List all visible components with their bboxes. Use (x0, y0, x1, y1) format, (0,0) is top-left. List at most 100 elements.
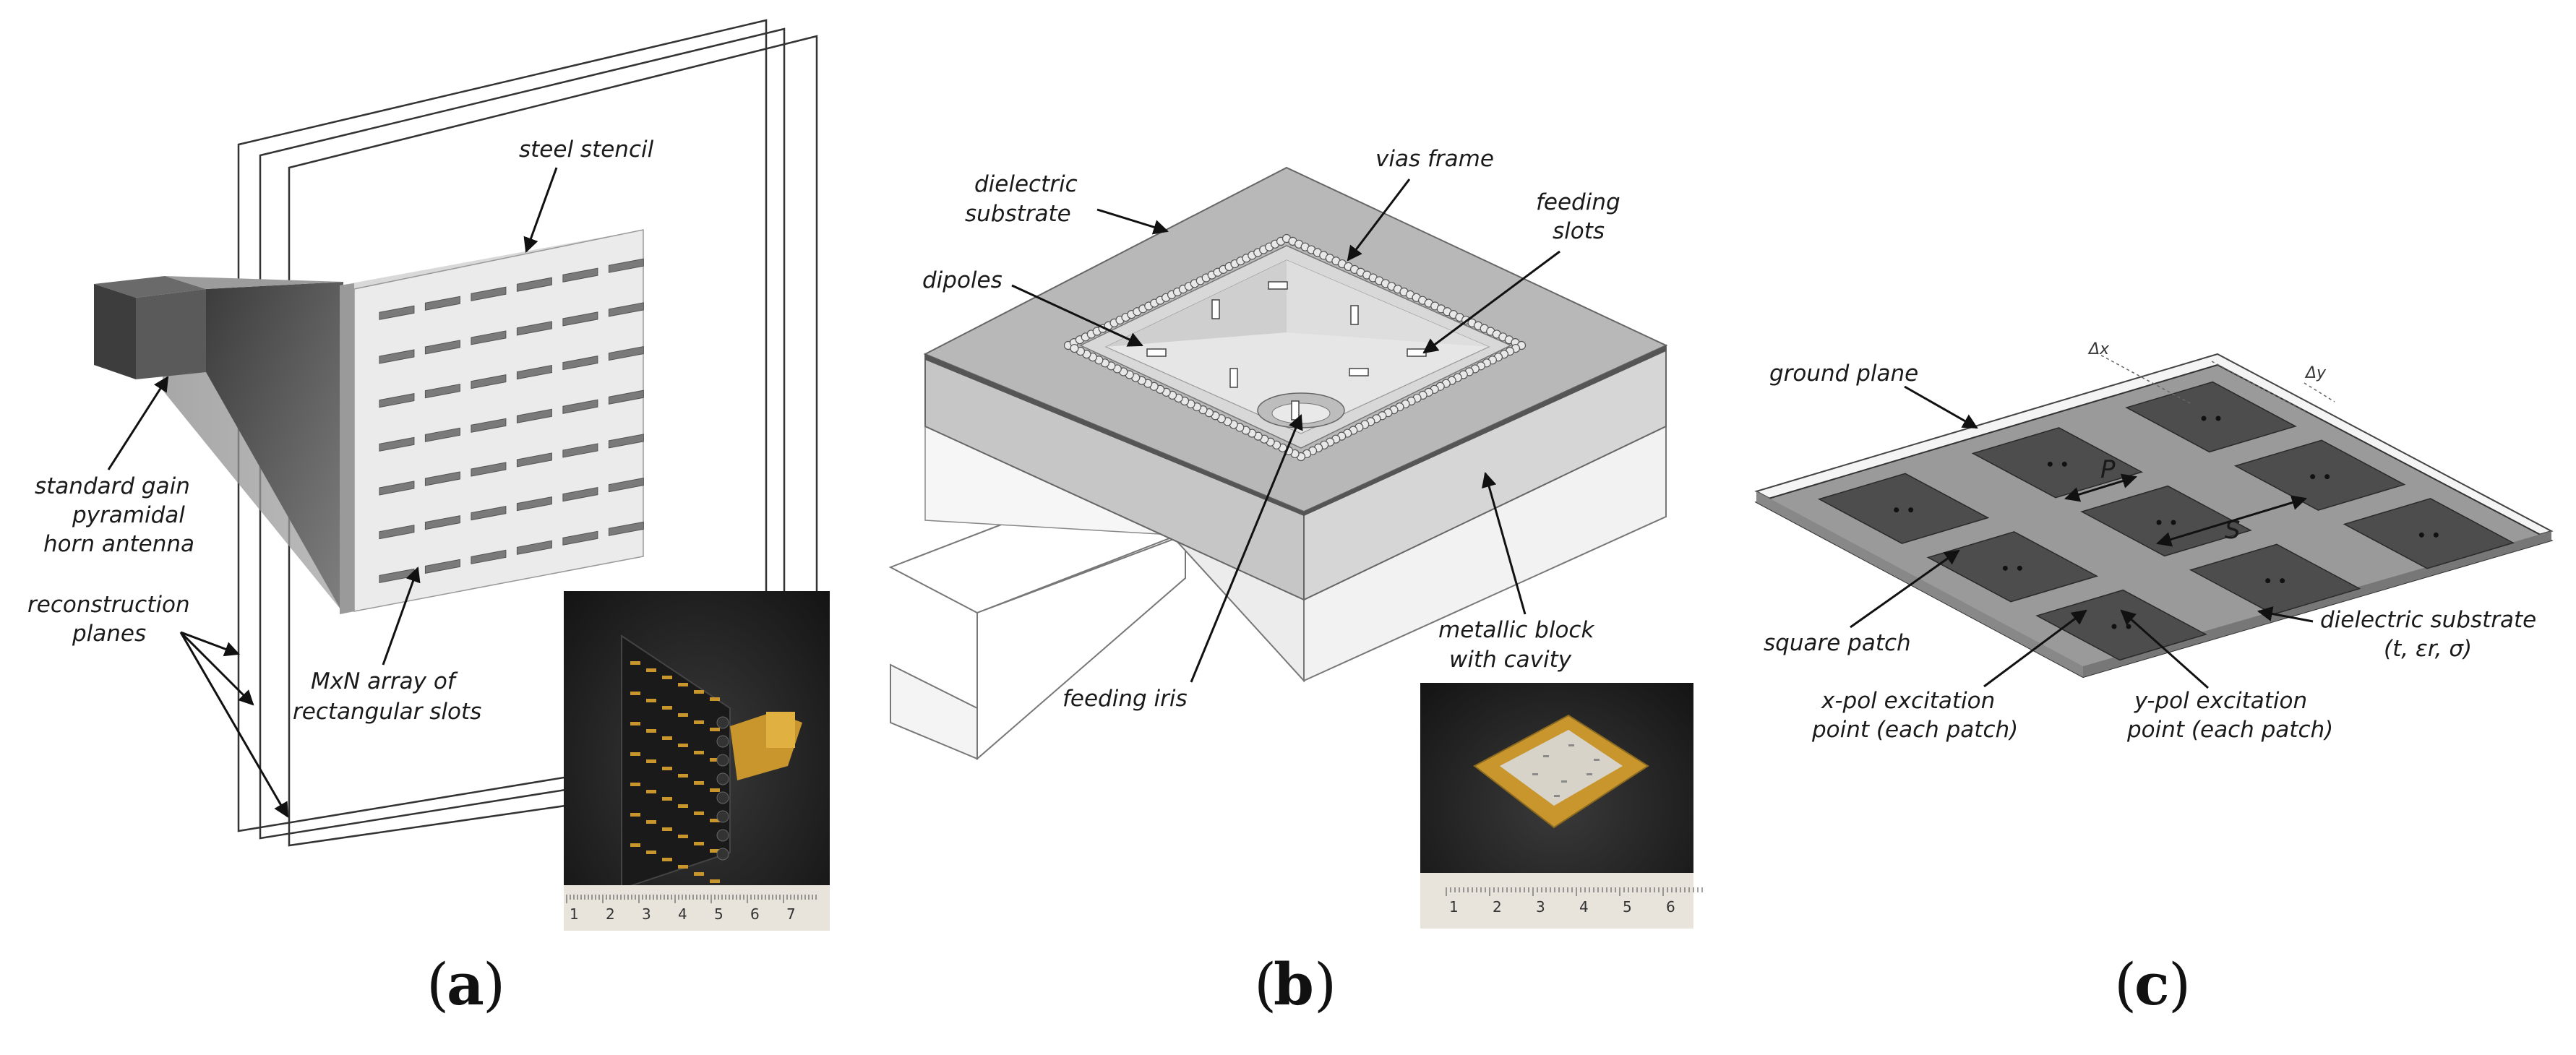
photo-slot (646, 820, 656, 824)
photo-slot (710, 728, 720, 731)
panel-c-open-paren: ( (2114, 951, 2137, 1018)
photo-slot (710, 879, 720, 883)
stencil-slot (379, 481, 415, 496)
dipole (1291, 400, 1300, 421)
excitation-point (2201, 415, 2207, 421)
photo-slot (646, 759, 656, 763)
stencil-slot (471, 549, 507, 564)
photo-slot (710, 819, 720, 822)
excitation-point (2265, 578, 2271, 584)
photo-slot (662, 827, 672, 831)
photo-dipole (1594, 759, 1600, 761)
photo-dipole (1554, 795, 1560, 797)
photo-hole (716, 735, 729, 748)
photo-slot (662, 736, 672, 740)
panel-c: Δx Δy ground plane P S square patch diel… (1754, 340, 2554, 1018)
photo-slot (630, 813, 640, 817)
dielectric-label-line2: substrate (965, 201, 1071, 227)
cavity (1079, 245, 1512, 449)
photo-hole (716, 848, 729, 861)
metallic-block-label-line2: with cavity (1449, 647, 1572, 673)
stencil-slot (608, 434, 644, 449)
stencil-slot (608, 478, 644, 493)
excitation-point (2111, 624, 2117, 629)
ruler-number: 4 (1579, 898, 1589, 916)
stencil-slot (379, 305, 415, 320)
feeding-iris-label: feeding iris (1062, 686, 1188, 712)
photo-slot (630, 722, 640, 725)
via (1070, 343, 1079, 353)
excitation-point (2433, 532, 2439, 538)
panel-a: steel stencil standard gain pyramidal ho… (27, 19, 830, 1018)
stencil-slot (379, 393, 415, 408)
photo-slot (630, 752, 640, 756)
stencil-slot (562, 443, 598, 458)
photo-slot (630, 783, 640, 786)
excitation-point (2310, 474, 2316, 480)
excitation-point (1894, 507, 1899, 513)
photo-slot (662, 767, 672, 770)
photo-hole (716, 791, 729, 804)
photo-dipole (1587, 773, 1592, 775)
feeding-slots-label-line1: feeding (1536, 189, 1620, 215)
photo-slot (646, 790, 656, 793)
photo-slot (694, 872, 704, 876)
horn-label-line3: horn antenna (43, 531, 194, 557)
panel-b-close-paren: ) (1314, 951, 1336, 1018)
stencil-slot (608, 302, 644, 317)
panel-b-letter: b (1274, 950, 1314, 1018)
substrate-label-line1: dielectric substrate (2320, 607, 2536, 633)
photo-hole (716, 754, 729, 767)
ruler-number: 5 (1623, 898, 1632, 916)
photo-slot (694, 811, 704, 815)
stencil-slot (608, 521, 644, 536)
stencil-slot (424, 471, 460, 486)
horn-antenna (94, 276, 343, 614)
square-patch (1926, 531, 2099, 603)
stencil-slot (471, 418, 507, 433)
square-patch (1817, 473, 1990, 544)
stencil-slot (608, 389, 644, 405)
array-label-line2: rectangular slots (293, 699, 481, 725)
panel-b-open-paren: ( (1254, 951, 1276, 1018)
photo-slot (694, 720, 704, 724)
photo-slot (630, 692, 640, 695)
ground-plane-label: ground plane (1769, 361, 1918, 387)
photo-slot (678, 774, 688, 778)
stencil-slot (516, 540, 552, 555)
p-label: P (2100, 455, 2116, 484)
ruler-number: 6 (1666, 898, 1675, 916)
stencil-slot (562, 311, 598, 327)
ruler-number: 1 (570, 905, 579, 923)
delta-x-label: Δx (2087, 340, 2110, 358)
ruler-number: 3 (1536, 898, 1545, 916)
square-patch (2189, 543, 2361, 615)
stencil-slot (516, 364, 552, 380)
photo-slot (678, 804, 688, 808)
panel-b: dielectric substrate vias frame feeding … (888, 146, 1703, 1018)
stencil-slot (471, 462, 507, 477)
photo-slot (646, 668, 656, 672)
ruler-number: 4 (678, 905, 687, 923)
dipole (1211, 299, 1220, 319)
dipoles-label: dipoles (922, 267, 1003, 293)
stencil-slot (562, 487, 598, 502)
photo-hole (716, 810, 729, 823)
excitation-point (2418, 532, 2424, 538)
panel-a-letter: a (447, 950, 484, 1018)
array-label-line1: MxN array of (311, 668, 458, 694)
dipole (1349, 368, 1369, 376)
stencil-slot (562, 399, 598, 414)
planes-label-line1: reconstruction (27, 592, 190, 618)
xpol-label-line1: x-pol excitation (1821, 688, 1995, 714)
photo-slot (662, 706, 672, 710)
photo-dipole (1568, 744, 1574, 746)
ruler-number: 3 (642, 905, 651, 923)
stencil-slot (516, 452, 552, 468)
photo-dipole (1532, 773, 1538, 775)
horn-label-line1: standard gain (35, 473, 190, 499)
dipole (1350, 305, 1359, 325)
